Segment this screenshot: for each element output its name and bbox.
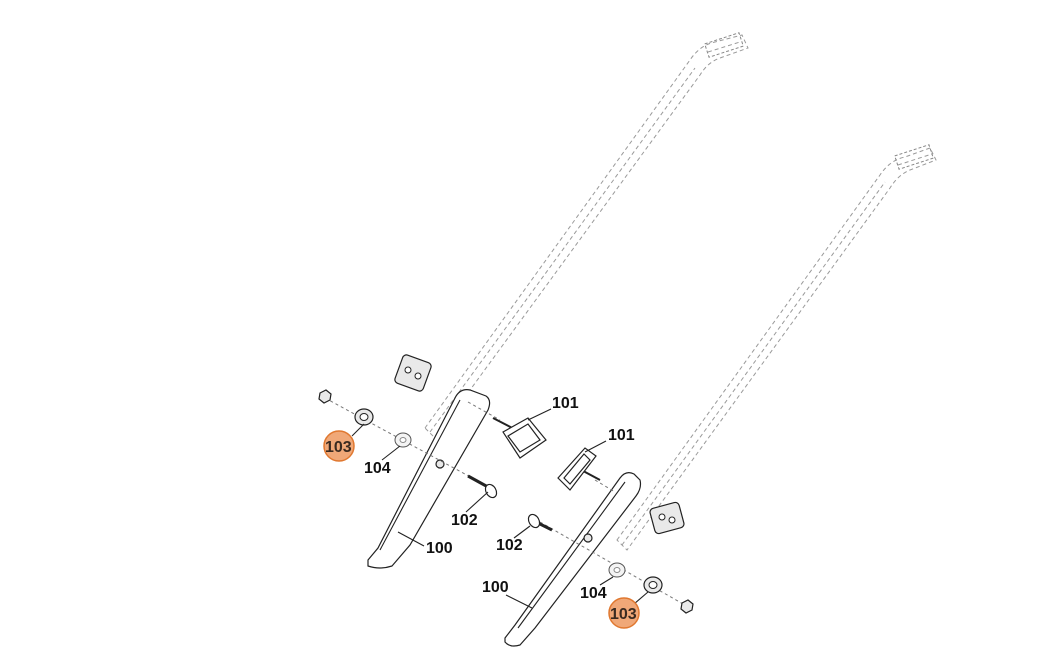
leader-104b <box>599 576 614 586</box>
left-handlebar-outline <box>424 32 749 439</box>
right-bolt101-axis <box>594 479 616 493</box>
callout-103-left[interactable]: 103 <box>325 439 352 456</box>
left-bolt <box>467 474 498 499</box>
leader-103a <box>351 423 365 437</box>
leader-100b <box>505 594 533 609</box>
highlight-103-right <box>608 597 640 629</box>
leader-102a <box>465 491 489 513</box>
right-lower-handle <box>504 472 642 647</box>
callout-102-right[interactable]: 102 <box>496 537 523 554</box>
right-washer <box>608 562 626 578</box>
leader-103b <box>633 591 649 605</box>
left-washer <box>394 432 412 448</box>
callout-100-right[interactable]: 100 <box>482 579 509 596</box>
callout-104-right[interactable]: 104 <box>580 585 607 602</box>
right-handlebar-clamp <box>894 144 934 170</box>
leader-102b <box>513 525 531 539</box>
left-knob-bolt <box>492 417 547 459</box>
right-handlebar-outline <box>616 144 937 551</box>
callout-102-left[interactable]: 102 <box>451 512 478 529</box>
left-nut <box>318 389 374 426</box>
callout-101-left[interactable]: 101 <box>552 395 579 412</box>
right-nut <box>643 576 694 614</box>
left-cable-clip <box>394 354 432 392</box>
right-cable-clip <box>649 501 685 535</box>
right-bolt <box>527 513 553 532</box>
highlight-103-left <box>323 430 355 462</box>
callout-103-right[interactable]: 103 <box>610 606 637 623</box>
right-knob-bolt <box>557 447 601 491</box>
callout-104-left[interactable]: 104 <box>364 460 391 477</box>
left-bolt101-axis <box>467 401 501 421</box>
leader-104a <box>381 445 401 461</box>
callout-101-right[interactable]: 101 <box>608 427 635 444</box>
left-handlebar-clamp <box>704 32 744 58</box>
leader-101a <box>527 408 552 421</box>
callout-100-left[interactable]: 100 <box>426 540 453 557</box>
leader-101b <box>584 440 607 453</box>
leader-100a <box>397 531 425 547</box>
